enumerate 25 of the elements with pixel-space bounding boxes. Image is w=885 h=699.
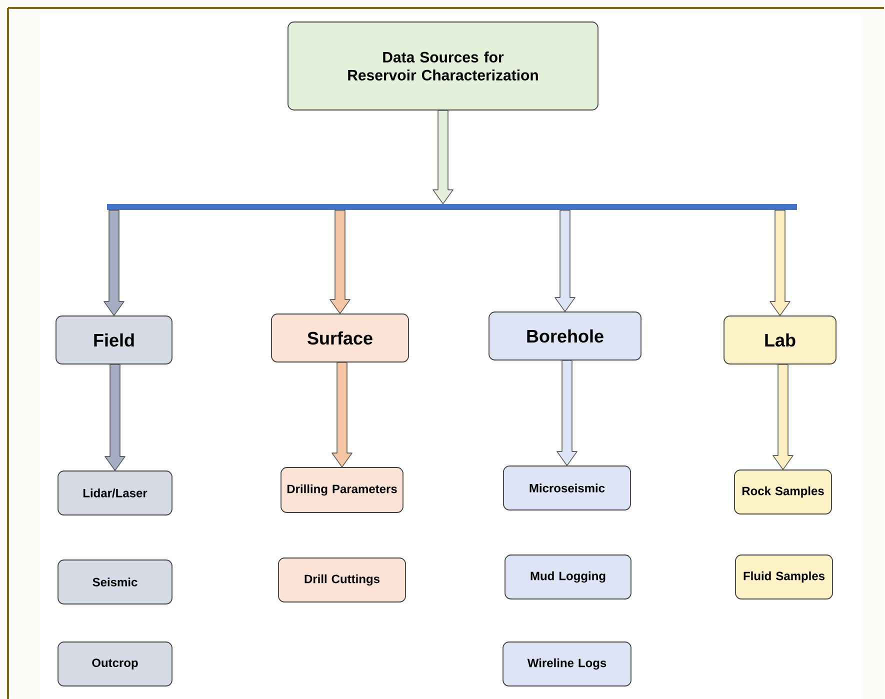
source-box: Mud Logging: [504, 554, 632, 600]
source-box: Outcrop: [58, 642, 172, 686]
category-box: Borehole: [488, 312, 642, 360]
block-arrow: [104, 210, 124, 316]
source-box: Lidar/Laser: [58, 470, 172, 516]
source-box: Fluid Samples: [735, 554, 833, 600]
block-arrow: [332, 362, 352, 468]
block-arrow: [330, 210, 350, 314]
title-box: Data Sources for Reservoir Characterization: [288, 22, 598, 110]
category-box: Field: [56, 316, 172, 364]
bar: [107, 204, 797, 210]
source-box: Drilling Parameters: [280, 467, 404, 513]
source-box: Wireline Logs: [502, 642, 632, 686]
block-arrow: [772, 364, 794, 470]
block-arrow: [554, 210, 576, 312]
source-box: Rock Samples: [734, 470, 832, 514]
source-box: Microseismic: [503, 466, 631, 510]
source-box: Drill Cuttings: [278, 558, 406, 602]
block-arrow: [104, 364, 126, 471]
block-arrow: [770, 210, 790, 316]
category-box: Lab: [724, 316, 836, 364]
block-arrow: [556, 360, 578, 466]
category-box: Surface: [271, 314, 409, 362]
block-arrow: [432, 110, 454, 204]
source-box: Seismic: [58, 560, 172, 604]
